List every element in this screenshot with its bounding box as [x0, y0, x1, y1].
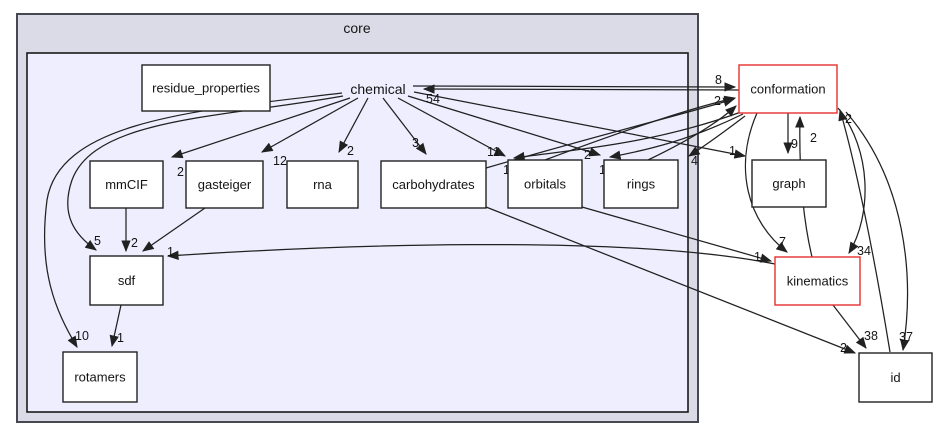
node-label-rotamers: rotamers: [74, 370, 126, 385]
edge-sdf-rotamers: [109, 304, 122, 348]
edge-label-kinematics-id: 38: [864, 329, 878, 343]
edge-label-chemical-mmCIF: 2: [177, 165, 184, 179]
node-label-carbohydrates: carbohydrates: [392, 177, 475, 192]
node-sdf[interactable]: [89, 255, 164, 306]
edge-gasteiger-sdf: [142, 207, 206, 252]
edge-label-chemical-sdf: 5: [94, 234, 101, 248]
node-rna[interactable]: [286, 160, 359, 209]
node-label-conformation: conformation: [750, 82, 825, 97]
edge-label-chemical-rotamers: 10: [75, 329, 89, 343]
edge-chemical-graph: [413, 91, 747, 159]
node-label-id: id: [890, 370, 900, 385]
edge-kinematics-sdf: [166, 243, 776, 265]
edge-chemical-rna: [338, 97, 369, 154]
edge-label-chemical-conformation: 8: [715, 73, 722, 87]
edge-conformation-rings: [608, 113, 744, 160]
edge-chemical-gasteiger: [260, 97, 359, 153]
node-label-rings: rings: [627, 177, 656, 192]
node-orbitals[interactable]: [507, 159, 583, 209]
edge-conformation-kinematics: [837, 107, 866, 255]
node-id[interactable]: [858, 352, 933, 403]
edge-carbohydrates-conformation: [485, 97, 736, 169]
edge-label-orbitals-conformation: 2: [714, 94, 721, 108]
node-chemical[interactable]: chemical: [350, 81, 405, 97]
edge-kinematics-id: [832, 304, 867, 349]
edge-label-kinematics-conformation: 2: [810, 131, 817, 145]
edge-label-sdf-rotamers: 1: [117, 331, 124, 345]
edge-label-conformation-graph: 9: [791, 137, 798, 151]
node-rotamers[interactable]: [62, 351, 138, 403]
edge-label-conformation-kinematics: 7: [779, 235, 786, 249]
edge-label-conformation-rings: 1: [599, 163, 606, 177]
node-conformation[interactable]: [738, 64, 838, 114]
node-rings[interactable]: [603, 159, 679, 209]
edge-label-conformation-id: 37: [899, 330, 913, 344]
edge-conformation-orbitals: [512, 111, 742, 162]
edge-label-orbitals-kinematics: 1: [754, 250, 761, 264]
edge-chemical-rings: [407, 95, 602, 157]
edge-label-conformation-orbitals: 1: [503, 163, 510, 177]
edge-label-chemical-rings: 2: [584, 148, 591, 162]
edge-chemical-carbohydrates: [382, 97, 427, 155]
edge-label-conformation-kinematics: 34: [857, 244, 871, 258]
edge-carbohydrates-id: [485, 206, 857, 354]
node-label-graph: graph: [772, 176, 805, 191]
node-label-sdf: sdf: [118, 273, 136, 288]
node-gasteiger[interactable]: [185, 160, 264, 209]
cluster-core-label: core: [343, 20, 370, 36]
node-label-orbitals: orbitals: [524, 177, 566, 192]
edge-rings-conformation: [647, 105, 737, 161]
node-label-kinematics: kinematics: [787, 274, 849, 289]
edge-chemical-conformation: [412, 82, 737, 92]
node-label-gasteiger: gasteiger: [198, 177, 252, 192]
node-residue_properties[interactable]: [141, 64, 271, 112]
node-label-residue_properties: residue_properties: [152, 81, 260, 96]
edge-conformation-kinematics: [744, 112, 788, 253]
node-label-rna: rna: [313, 177, 333, 192]
edge-label-chemical-graph: 1: [729, 144, 736, 158]
edge-label-conformation-rings: 4: [691, 154, 698, 168]
edge-chemical-orbitals: [397, 97, 507, 157]
edge-label-chemical-rna: 2: [347, 144, 354, 158]
edge-id-conformation: [838, 108, 891, 353]
edge-label-carbohydrates-id: 2: [840, 341, 847, 355]
node-kinematics[interactable]: [774, 256, 861, 306]
edge-conformation-id: [845, 111, 910, 352]
edge-conformation-rings: [688, 115, 746, 157]
node-graph[interactable]: [751, 159, 827, 208]
edge-label-chemical-orbitals: 11: [487, 145, 500, 159]
edge-chemical-mmCIF: [170, 97, 351, 159]
node-mmCIF[interactable]: [89, 160, 164, 209]
edge-label-chemical-gasteiger: 12: [273, 154, 287, 168]
edge-label-conformation-chemical: 54: [426, 92, 440, 106]
edge-orbitals-kinematics: [581, 206, 773, 263]
edge-label-chemical-carbohydrates: 3: [412, 136, 419, 150]
edge-label-kinematics-sdf: 1: [167, 245, 174, 259]
node-carbohydrates[interactable]: [380, 160, 487, 209]
edge-conformation-chemical: [422, 84, 740, 94]
edge-label-mmCIF-sdf: 2: [131, 236, 138, 250]
node-label-mmCIF: mmCIF: [105, 177, 148, 192]
edge-label-id-conformation: 2: [845, 112, 852, 126]
